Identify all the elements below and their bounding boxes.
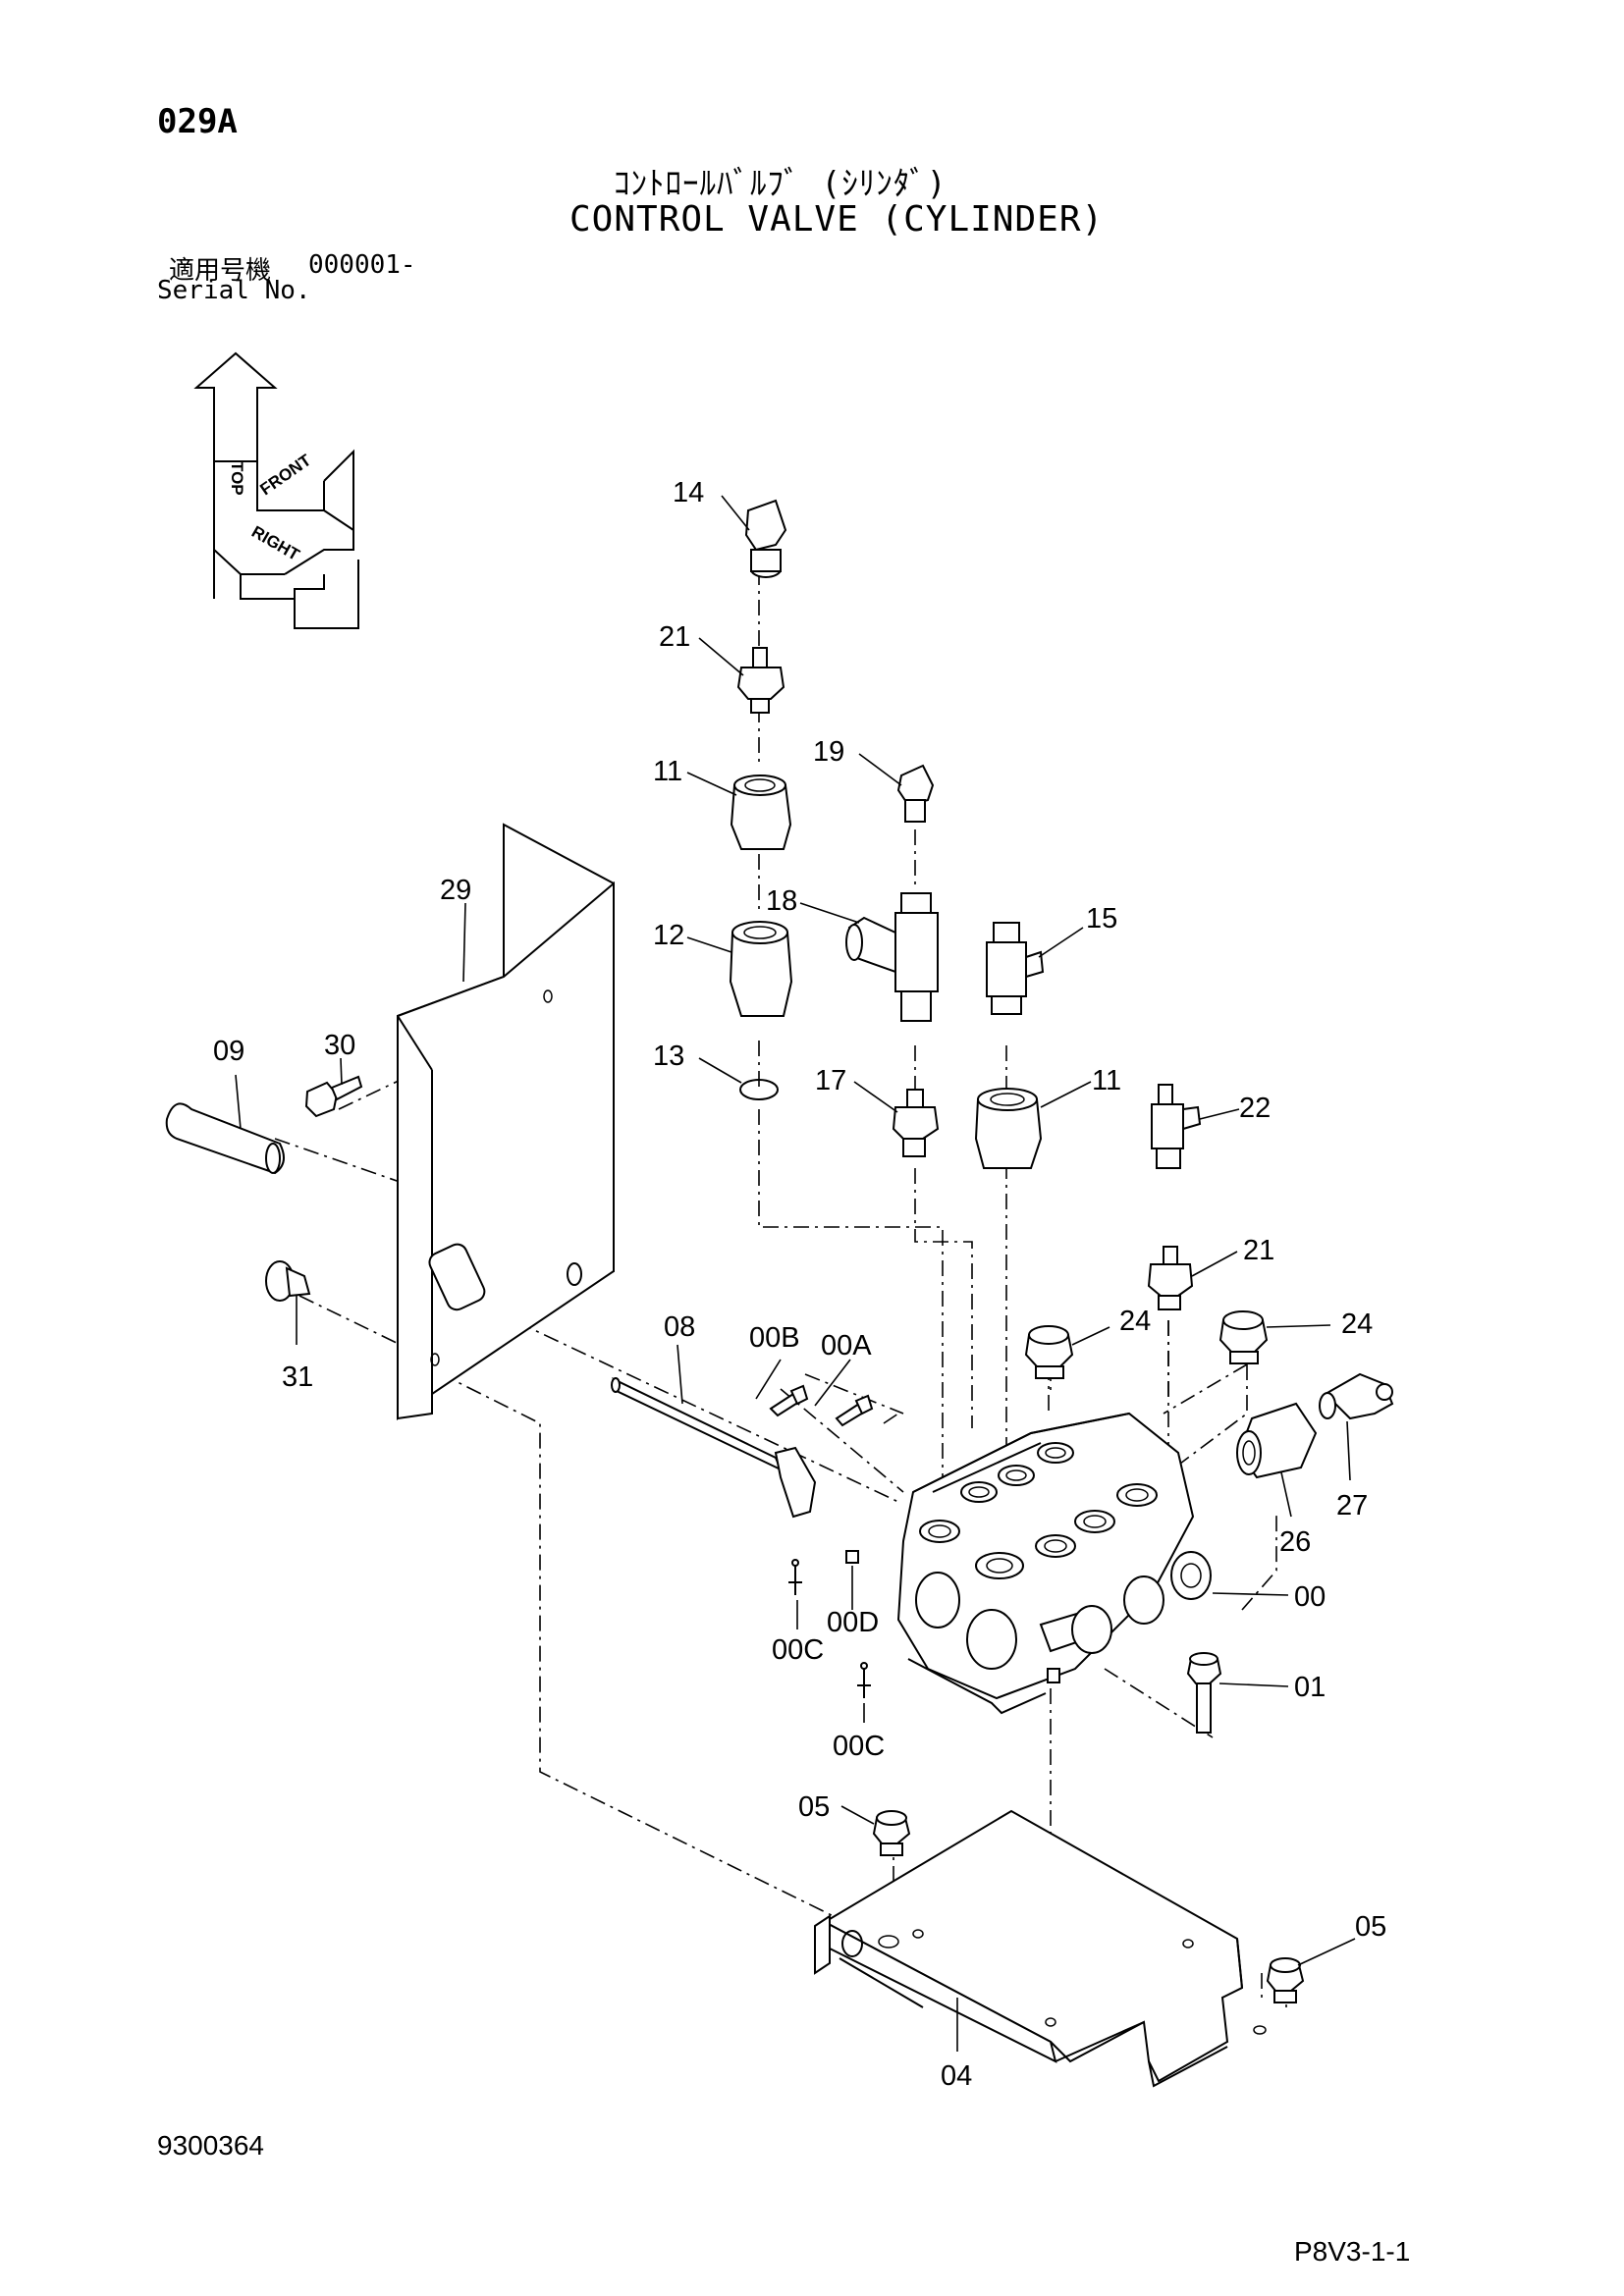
label-00D: 00D bbox=[827, 1607, 879, 1638]
label-08: 08 bbox=[664, 1311, 695, 1343]
part-12-nut bbox=[729, 921, 793, 1017]
orientation-indicator: TOP FRONT RIGHT bbox=[193, 351, 359, 629]
label-18: 18 bbox=[766, 885, 797, 917]
label-09: 09 bbox=[213, 1036, 244, 1067]
label-31: 31 bbox=[282, 1362, 313, 1393]
part-09-lever-knob bbox=[165, 1102, 285, 1175]
orient-front-label: FRONT bbox=[256, 451, 314, 499]
label-05-right: 05 bbox=[1355, 1911, 1386, 1943]
label-00C-lower: 00C bbox=[833, 1731, 885, 1762]
label-24-right: 24 bbox=[1341, 1308, 1373, 1340]
page-reference: P8V3-1-1 bbox=[1294, 2236, 1411, 2267]
part-00-control-valve-body bbox=[896, 1412, 1212, 1715]
label-19: 19 bbox=[813, 736, 844, 768]
part-18-tee bbox=[845, 892, 939, 1022]
part-15-check-fitting bbox=[986, 922, 1045, 1015]
label-05-left: 05 bbox=[798, 1791, 830, 1823]
part-11-nut-upper bbox=[730, 774, 792, 850]
part-29-bracket-plate bbox=[397, 823, 615, 1420]
part-14-elbow-fitting bbox=[744, 499, 787, 578]
part-labels: 14 21 11 19 29 18 12 15 30 09 13 17 11 2… bbox=[213, 477, 1386, 2092]
label-15: 15 bbox=[1086, 903, 1117, 934]
part-11-nut-lower bbox=[974, 1088, 1043, 1169]
orient-right-label: RIGHT bbox=[248, 522, 303, 564]
part-05-bolt-left bbox=[872, 1810, 911, 1856]
label-14: 14 bbox=[673, 477, 704, 508]
part-08-lever-rod bbox=[611, 1376, 817, 1519]
label-22: 22 bbox=[1239, 1093, 1271, 1124]
title-japanese: ｺﾝﾄﾛｰﾙﾊﾞﾙﾌﾞ (ｼﾘﾝﾀﾞ) bbox=[614, 164, 947, 202]
label-30: 30 bbox=[324, 1030, 355, 1061]
label-17: 17 bbox=[815, 1065, 846, 1096]
page-title: CONTROL VALVE (CYLINDER) bbox=[569, 199, 1105, 240]
serial-number-value: 000001- bbox=[308, 250, 416, 280]
label-24-left: 24 bbox=[1119, 1306, 1151, 1337]
label-21-upper: 21 bbox=[659, 621, 690, 653]
label-04: 04 bbox=[941, 2060, 972, 2092]
part-24-plug-right bbox=[1218, 1310, 1269, 1364]
label-26: 26 bbox=[1279, 1526, 1311, 1558]
label-21-lower: 21 bbox=[1243, 1235, 1274, 1266]
part-13-o-ring bbox=[739, 1079, 779, 1100]
part-00D-washer bbox=[845, 1550, 859, 1564]
leader-lines bbox=[235, 495, 1356, 2052]
label-11-upper: 11 bbox=[653, 756, 682, 787]
part-24-plug-left bbox=[1024, 1325, 1074, 1379]
label-13: 13 bbox=[653, 1041, 684, 1072]
part-17-adapter bbox=[892, 1089, 940, 1157]
serial-label-japanese: 適用号機 bbox=[169, 256, 272, 286]
part-21-adapter-upper bbox=[736, 647, 785, 714]
part-26-nut bbox=[1236, 1402, 1318, 1479]
part-31-knob-bolt bbox=[265, 1260, 311, 1302]
orient-top-label: TOP bbox=[228, 461, 246, 496]
drawing-number: 9300364 bbox=[157, 2130, 265, 2161]
part-05-bolt-right bbox=[1266, 1957, 1305, 2003]
part-27-elbow bbox=[1319, 1372, 1394, 1420]
part-04-base-plate bbox=[814, 1809, 1267, 2088]
part-30-bolt bbox=[304, 1075, 363, 1118]
part-00A-screw bbox=[835, 1394, 874, 1427]
part-21-adapter-lower bbox=[1147, 1246, 1194, 1310]
part-00C-pin-lower bbox=[857, 1662, 871, 1698]
part-22-tee-fitting bbox=[1151, 1084, 1202, 1169]
label-27: 27 bbox=[1336, 1490, 1368, 1522]
part-19-elbow bbox=[896, 764, 935, 823]
label-00C-upper: 00C bbox=[772, 1634, 824, 1666]
label-00: 00 bbox=[1294, 1581, 1326, 1613]
label-01: 01 bbox=[1294, 1672, 1326, 1703]
part-01-bolt bbox=[1186, 1652, 1222, 1734]
part-00B-screw bbox=[769, 1384, 809, 1417]
label-00B: 00B bbox=[749, 1322, 800, 1354]
label-29: 29 bbox=[440, 875, 471, 906]
part-00C-pin-upper bbox=[788, 1559, 802, 1595]
label-11-lower: 11 bbox=[1092, 1065, 1121, 1096]
serial-label: Serial No. bbox=[157, 276, 311, 305]
label-12: 12 bbox=[653, 920, 684, 951]
label-00A: 00A bbox=[821, 1330, 872, 1362]
page-code: 029A bbox=[157, 102, 238, 141]
